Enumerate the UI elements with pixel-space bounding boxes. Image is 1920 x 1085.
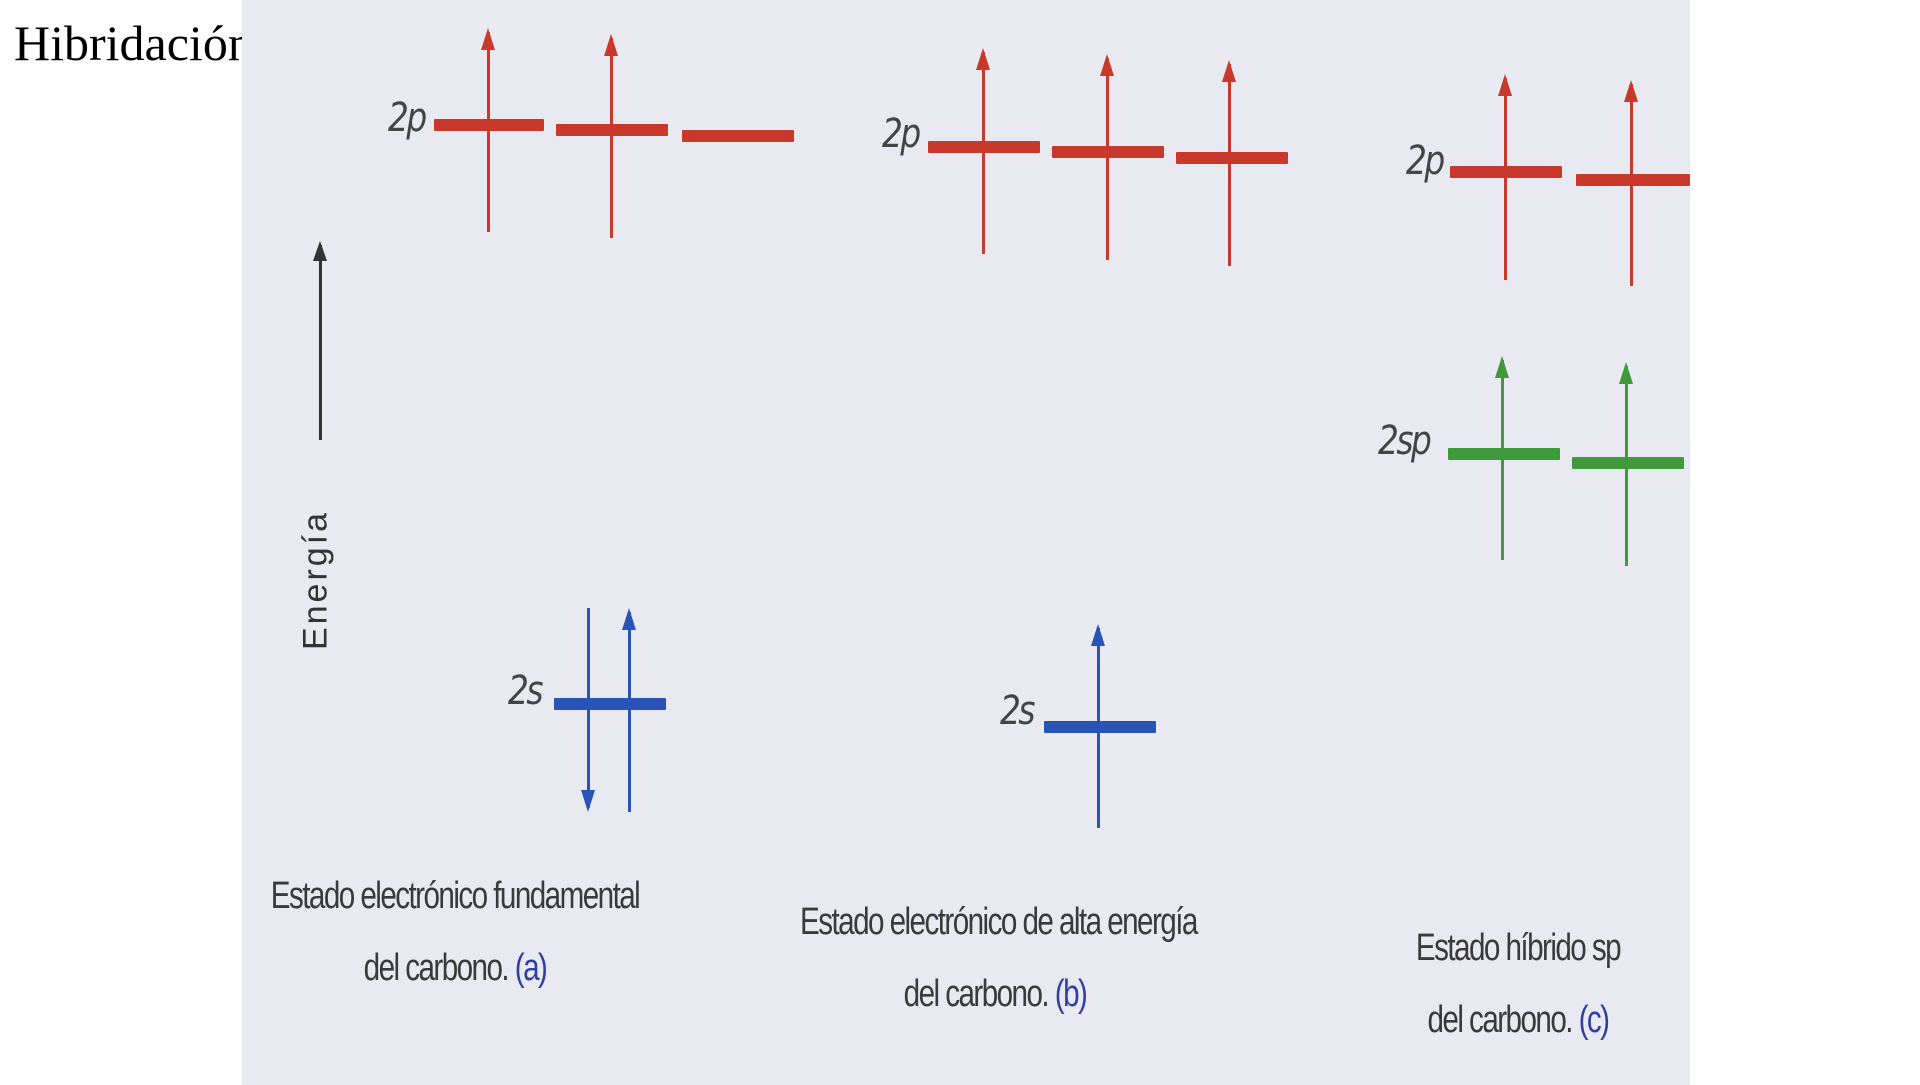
diagram-a-2p-label: 2p <box>388 95 427 141</box>
diagram-c-2sp-electron-1 <box>1495 356 1509 560</box>
diagram-c-caption-tag: (c) <box>1578 999 1610 1041</box>
diagram-a-2s-orbital <box>554 698 666 710</box>
diagram-c-2p-orbital-2 <box>1576 174 1690 186</box>
diagram-c-2p-electron-2 <box>1624 80 1638 286</box>
diagram-c-2sp-orbital-1 <box>1448 448 1560 460</box>
diagram-c-caption-text: del carbono. <box>1427 999 1574 1041</box>
diagram-b-2s-label: 2s <box>1000 688 1036 734</box>
diagram-c-caption-line2: del carbono. (c) <box>1362 984 1674 1056</box>
diagram-a-2p-orbital-3 <box>682 130 794 142</box>
diagram-a-caption-line2: del carbono. (a) <box>260 932 650 1004</box>
diagram-b-2p-orbital-3 <box>1176 152 1288 164</box>
diagram-c-2sp-label: 2sp <box>1378 418 1432 464</box>
diagram-a-2s-label: 2s <box>508 668 544 714</box>
diagram-b-caption-tag: (b) <box>1054 973 1088 1015</box>
diagram-a-caption-text: del carbono. <box>363 947 510 989</box>
diagram-a-2s-electron-down <box>581 608 595 812</box>
diagram-c-2p-electron-1 <box>1498 74 1512 280</box>
diagram-b-caption-line2: del carbono. (b) <box>800 958 1190 1030</box>
diagram-c-2p-label: 2p <box>1406 138 1445 184</box>
diagram-c-2sp-orbital-2 <box>1572 457 1684 469</box>
diagram-panel <box>242 0 1690 1085</box>
energy-axis-label: Energía <box>296 509 335 651</box>
diagram-b-2s-orbital <box>1044 721 1156 733</box>
diagram-a-caption: Estado electrónico fundamental del carbo… <box>260 860 650 1004</box>
diagram-b-2p-label: 2p <box>882 111 921 157</box>
diagram-b-2p-electron-2 <box>1100 54 1114 260</box>
diagram-b-caption-line1: Estado electrónico de alta energía <box>800 901 1198 943</box>
diagram-a-2s-electron-up <box>622 608 636 812</box>
diagram-a-caption-line1: Estado electrónico fundamental <box>270 875 641 917</box>
diagram-b-caption: Estado electrónico de alta energía del c… <box>800 886 1198 1030</box>
diagram-b-2p-electron-1 <box>976 48 990 254</box>
diagram-b-2p-electron-3 <box>1222 60 1236 266</box>
diagram-a-2p-electron-2 <box>604 34 618 238</box>
diagram-c-caption: Estado híbrido sp del carbono. (c) <box>1362 912 1674 1056</box>
diagram-c-caption-line1: Estado híbrido sp <box>1415 927 1622 969</box>
diagram-a-caption-tag: (a) <box>514 947 548 989</box>
diagram-c-2sp-electron-2 <box>1619 362 1633 566</box>
diagram-b-caption-text: del carbono. <box>903 973 1050 1015</box>
energy-axis-arrow <box>313 241 327 440</box>
diagram-a-2p-electron-1 <box>481 28 495 232</box>
diagram-b-2s-electron-up <box>1091 624 1105 828</box>
